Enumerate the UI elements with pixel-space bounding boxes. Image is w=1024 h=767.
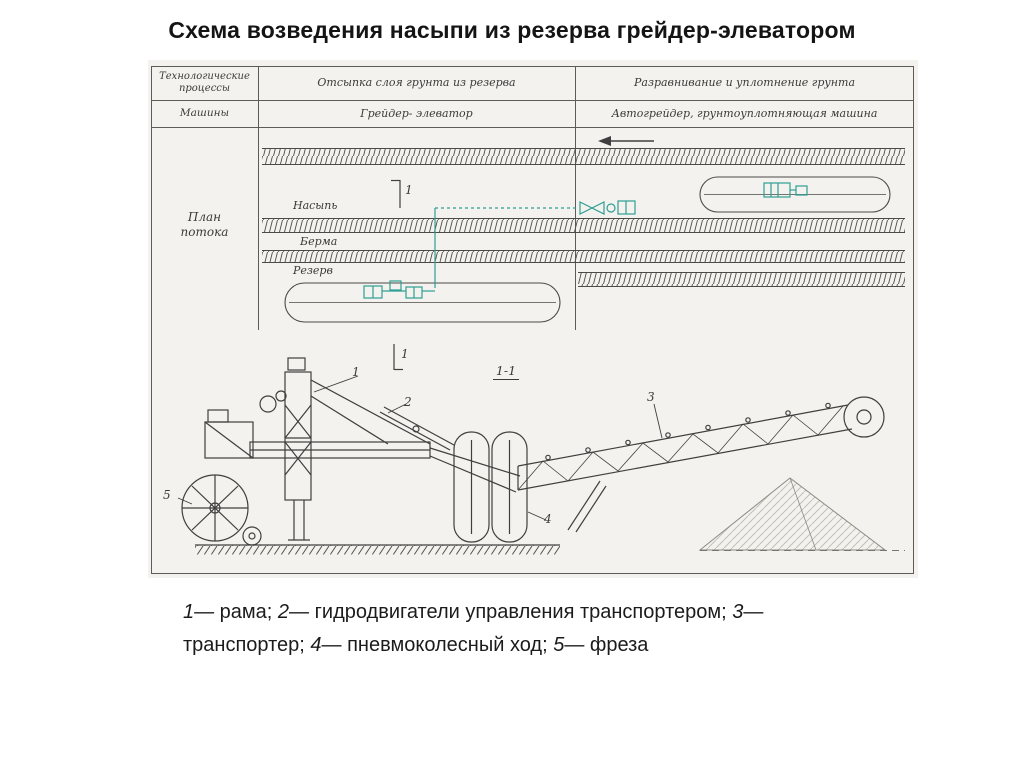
section-mark-top: 1 (405, 183, 413, 197)
strip-label-berm: Берма (300, 235, 338, 248)
callout-1-frame: 1 (352, 365, 360, 379)
caption-text: — (743, 601, 764, 623)
plan-flow-label-line1: План (187, 210, 222, 224)
strip-label-reserve: Резерв (293, 264, 333, 277)
caption-num-2: 2 (277, 601, 290, 623)
callout-2-hydraulic-motors: 2 (404, 395, 412, 409)
callout-5-cutter: 5 (163, 488, 171, 502)
travel-loops (284, 176, 891, 323)
figure-caption: 1— рама; 2— гидродвигатели управления тр… (183, 596, 893, 662)
table-header-processes: Технологические процессы (159, 71, 250, 94)
caption-num-4: 4 (310, 634, 322, 656)
caption-num-1: 1 (183, 601, 195, 623)
section-view-label: 1-1 (493, 363, 519, 380)
table-machines-left: Грейдер- элеватор (360, 106, 473, 120)
plan-flow-label: План потока (151, 210, 258, 240)
caption-num-5: 5 (553, 634, 565, 656)
caption-text: — пневмоколесный ход; (321, 634, 554, 656)
grader-elevator-drawing (177, 357, 885, 546)
plan-flow-label-line2: потока (180, 225, 229, 239)
callout-4-wheels: 4 (544, 512, 552, 526)
caption-text: транспортер; (183, 634, 311, 656)
table-machines-right: Автогрейдер, грунтоуплотняющая машина (611, 106, 878, 120)
ground-and-pile (195, 477, 905, 555)
callout-3-conveyor: 3 (647, 390, 655, 404)
plan-machine-symbols (363, 182, 808, 299)
caption-line-2: транспортер; 4— пневмоколесный ход; 5— ф… (183, 629, 893, 662)
caption-text: — гидродвигатели управления транспортеро… (289, 601, 733, 623)
table-process-left: Отсыпка слоя грунта из резерва (317, 76, 516, 90)
strip-label-embankment: Насыпь (293, 199, 338, 212)
direction-arrow-icon (598, 136, 654, 146)
caption-line-1: 1— рама; 2— гидродвигатели управления тр… (183, 596, 893, 629)
section-cut-marks (391, 179, 403, 371)
table-header-machines: Машины (179, 107, 230, 120)
scheme-scan-image: Технологические процессы Отсыпка слоя гр… (148, 60, 918, 578)
table-grid (151, 66, 914, 574)
caption-text: — рама; (194, 601, 278, 623)
callout-leader-lines (177, 375, 663, 521)
caption-num-3: 3 (732, 601, 744, 623)
caption-text: — фреза (564, 634, 649, 656)
section-mark-bottom: 1 (401, 347, 409, 361)
plan-hatched-strips (262, 148, 905, 287)
table-process-right: Разравнивание и уплотнение грунта (634, 76, 855, 90)
page-title: Схема возведения насыпи из резерва грейд… (168, 17, 856, 43)
scheme-line-art (151, 66, 914, 574)
